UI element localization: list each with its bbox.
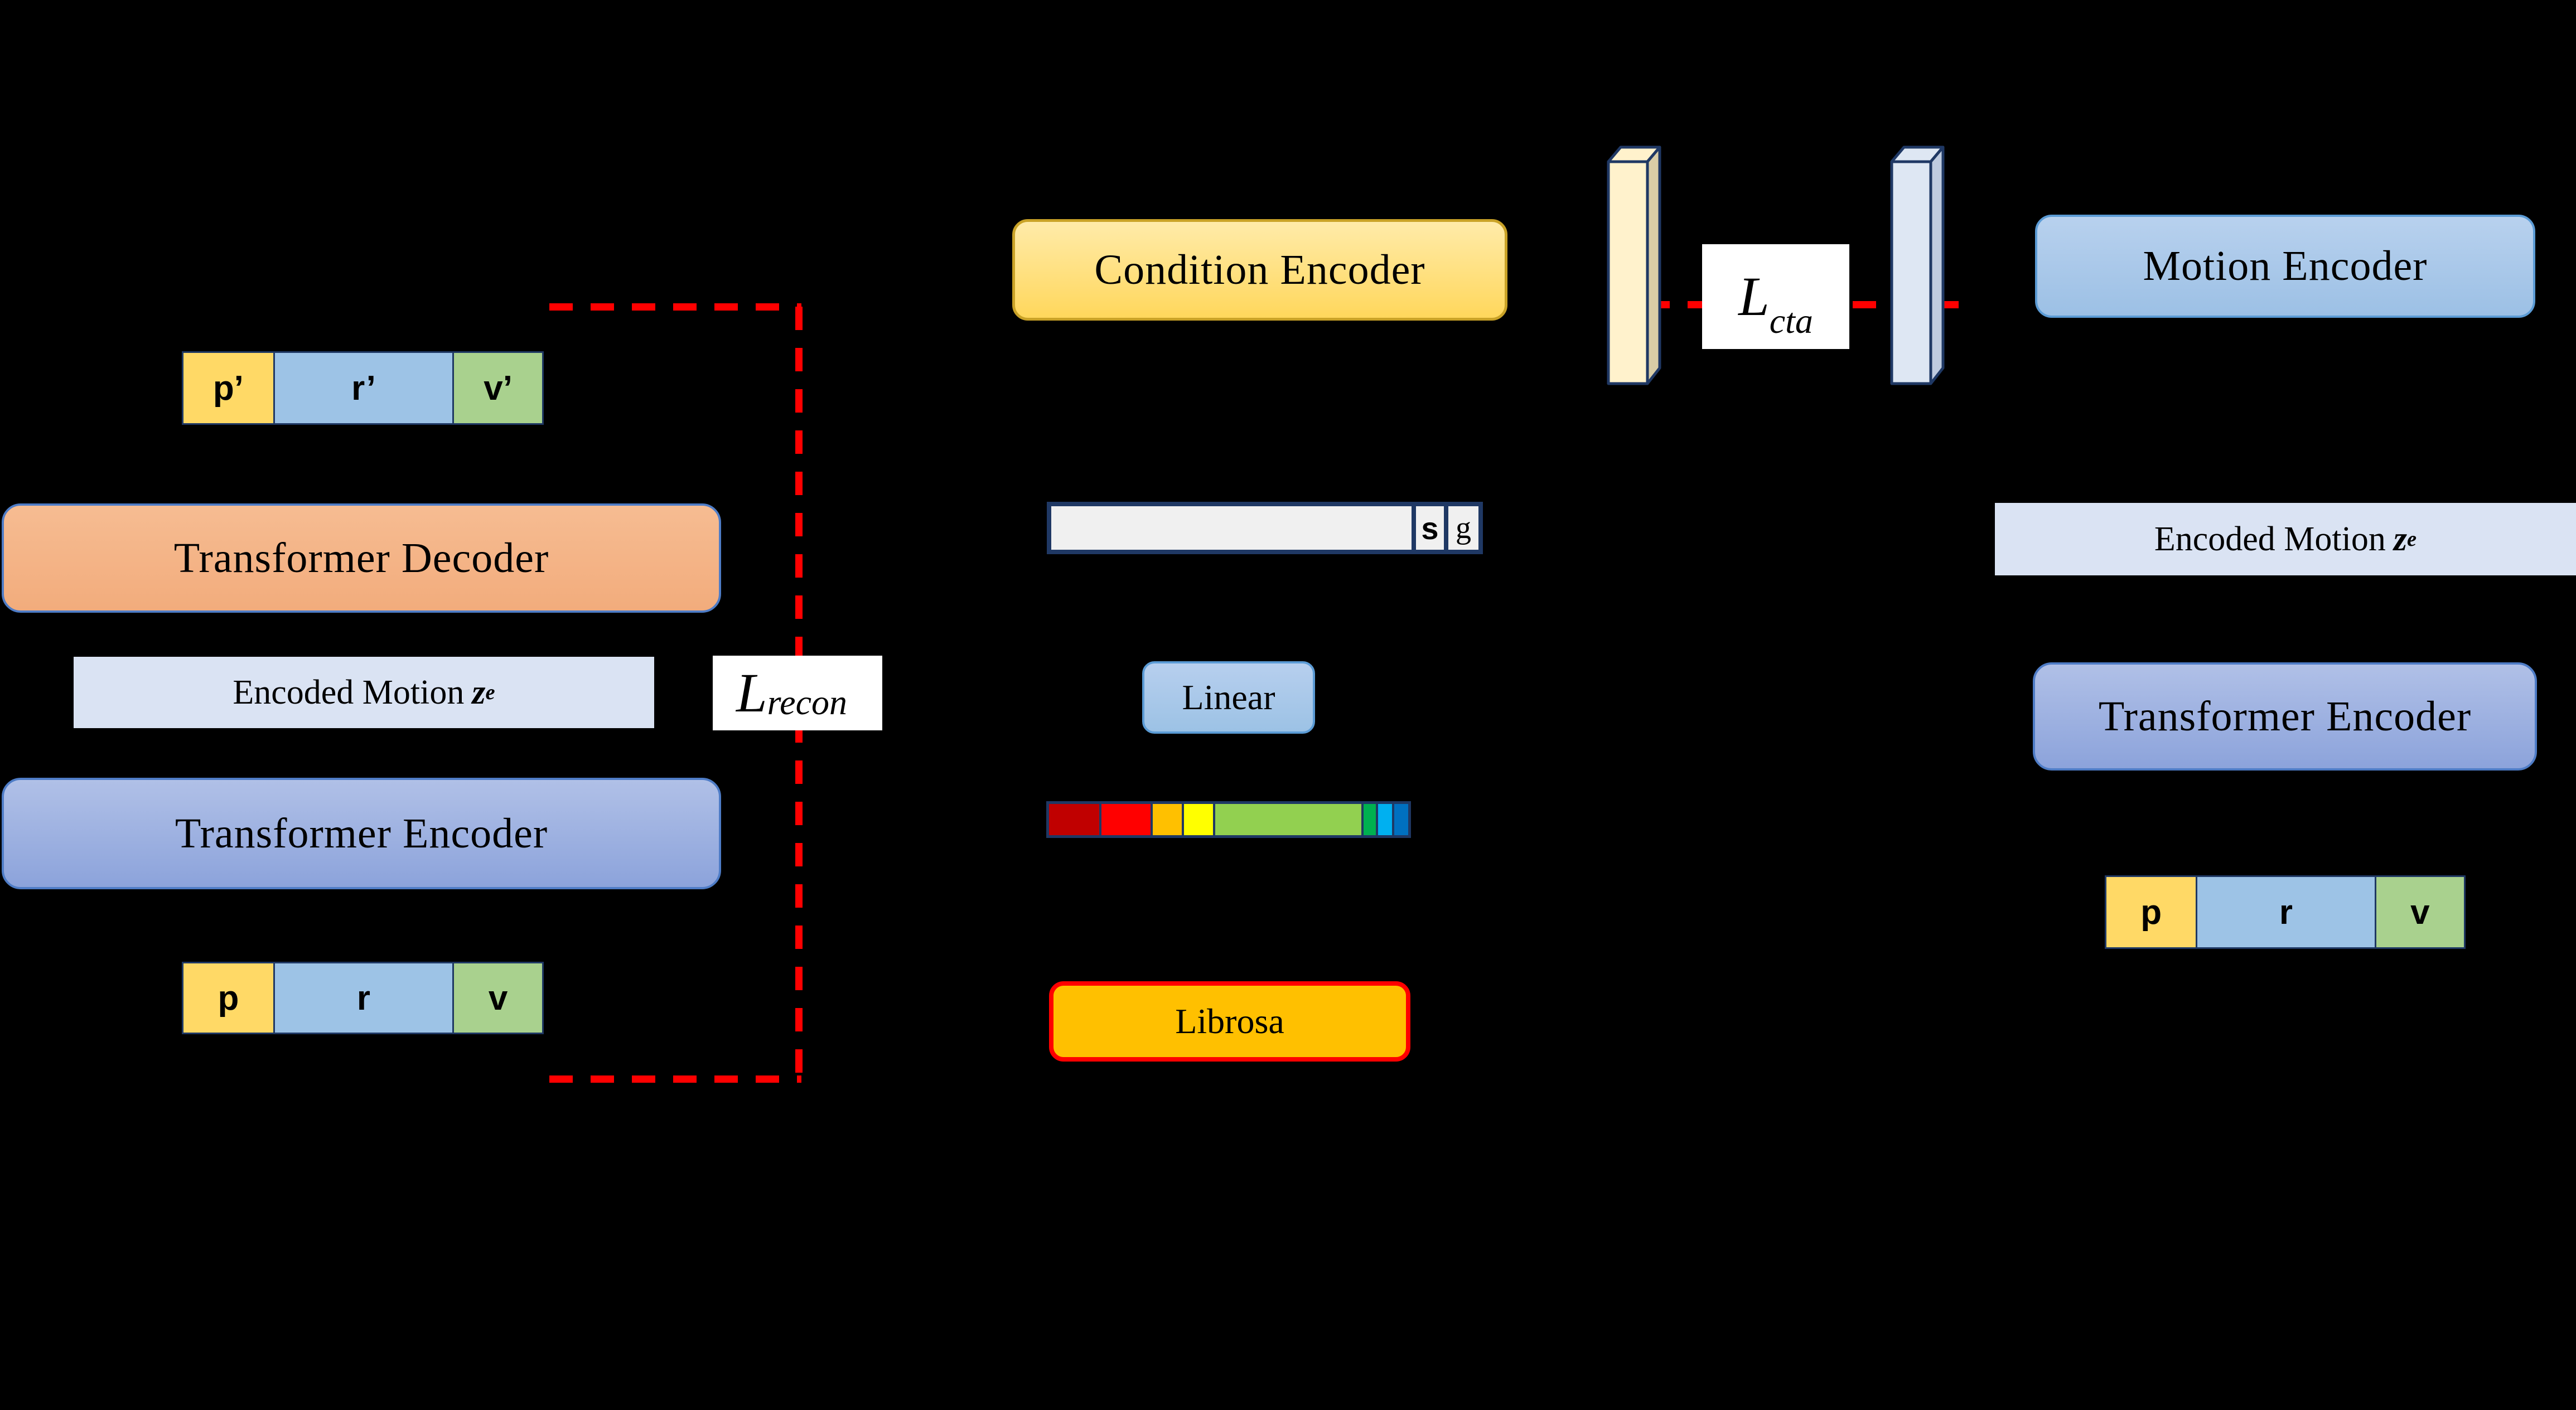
encoded-motion-text: Encoded Motion [233, 673, 465, 711]
spectrum-segment-yellow [1181, 804, 1213, 835]
motion-encoder-label: Motion Encoder [2143, 243, 2428, 289]
spectrum-segment-blue [1391, 804, 1408, 835]
token-v-right: v [2374, 877, 2464, 947]
encoded-motion-symbol: z [472, 673, 486, 711]
token-r: r [273, 963, 453, 1033]
audio-spectrum-bar [1046, 801, 1411, 838]
token-v: v [452, 963, 542, 1033]
condition-embedding-bar-3d [1607, 146, 1661, 385]
spectrum-segment-dark-green [1361, 804, 1376, 835]
feature-segment-main [1051, 506, 1412, 550]
recon-loss-symbol: L [736, 662, 767, 724]
encoded-motion-text-right: Encoded Motion [2154, 520, 2386, 558]
input-token-strip-left: p r v [182, 962, 544, 1034]
spectrum-segment-cyan [1376, 804, 1392, 835]
spectrum-segment-orange [1151, 804, 1182, 835]
feature-segment-s: s [1412, 506, 1444, 550]
linear-box: Linear [1142, 661, 1315, 734]
transformer-encoder-box-right: Transformer Encoder [2033, 662, 2537, 771]
encoded-motion-symbol-right: z [2393, 520, 2408, 558]
token-v-prime: v’ [452, 353, 542, 423]
token-r-prime: r’ [273, 353, 453, 423]
transformer-decoder-label: Transformer Decoder [173, 534, 549, 582]
librosa-label: Librosa [1175, 1001, 1284, 1041]
recon-dashed-line-bottom [549, 1075, 801, 1083]
feature-segment-g: g [1444, 506, 1478, 550]
motion-embedding-bar-3d [1890, 146, 1945, 385]
condition-encoder-label: Condition Encoder [1094, 246, 1425, 293]
spectrum-segment-dark-red [1049, 804, 1100, 835]
condition-feature-bar: s g [1047, 502, 1483, 554]
encoded-motion-subscript-right: e [2407, 527, 2417, 551]
token-r-right: r [2196, 877, 2375, 947]
recon-loss-subscript: recon [767, 682, 847, 722]
cta-loss-subscript: cta [1769, 301, 1813, 341]
encoded-motion-subscript: e [485, 681, 495, 704]
transformer-encoder-box-left: Transformer Encoder [2, 778, 721, 889]
token-p-prime: p’ [183, 353, 273, 423]
transformer-encoder-label-right: Transformer Encoder [2098, 692, 2472, 740]
condition-encoder-box: Condition Encoder [1012, 219, 1507, 321]
librosa-box: Librosa [1049, 981, 1410, 1062]
reconstructed-token-strip: p’ r’ v’ [182, 351, 544, 425]
motion-encoder-box: Motion Encoder [2035, 215, 2535, 318]
spectrum-segment-green [1212, 804, 1362, 835]
transformer-encoder-label-left: Transformer Encoder [175, 810, 548, 857]
input-token-strip-right: p r v [2105, 875, 2466, 949]
linear-label: Linear [1182, 677, 1275, 717]
cta-loss-symbol: L [1738, 265, 1770, 327]
token-p: p [183, 963, 273, 1033]
token-p-right: p [2106, 877, 2196, 947]
recon-dashed-line-top [549, 303, 801, 311]
spectrum-segment-red [1099, 804, 1151, 835]
transformer-decoder-box: Transformer Decoder [2, 503, 721, 613]
